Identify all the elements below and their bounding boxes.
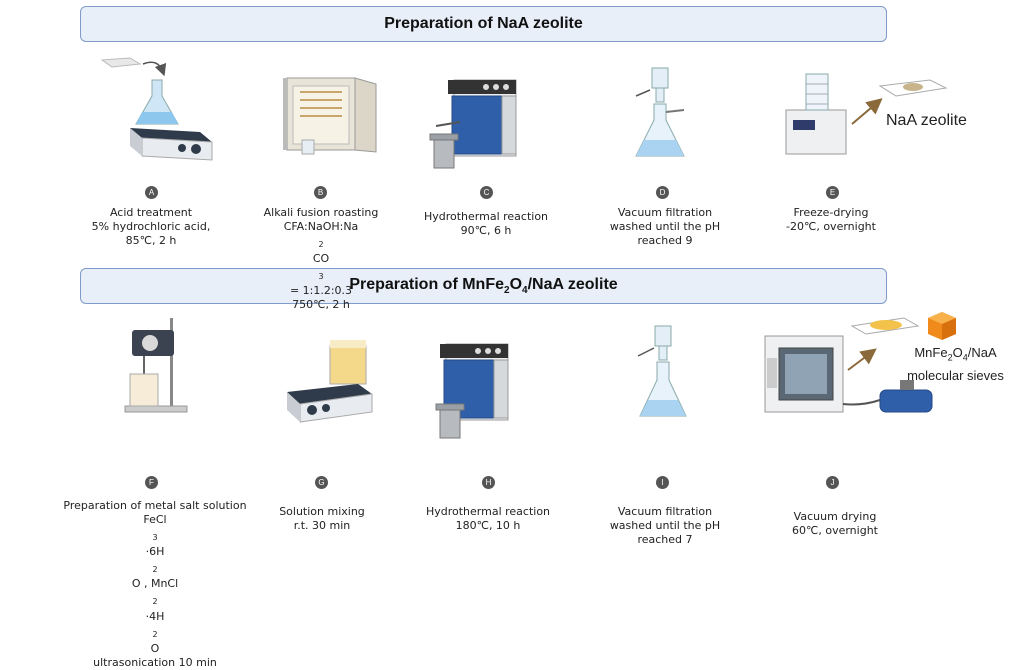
vacuum-filtration-icon [635, 67, 685, 157]
step-badge-a: A [145, 186, 158, 199]
section-title: Preparation of NaA zeolite [384, 15, 583, 32]
step-badge-d: D [656, 186, 669, 199]
step-badge-h: H [482, 476, 495, 489]
vacuum-drying-oven-icon [764, 312, 956, 413]
freeze-dryer-icon [785, 73, 948, 155]
step-badge-c: C [480, 186, 493, 199]
process-illustrations [100, 57, 956, 439]
section-banner-naa: Preparation of NaA zeolite [80, 6, 887, 42]
section-title: Preparation of MnFe2O4/NaA zeolite [349, 275, 618, 297]
section-banner-mnfe: Preparation of MnFe2O4/NaA zeolite [80, 268, 887, 304]
step-badge-e: E [826, 186, 839, 199]
solution-mixing-icon [287, 340, 373, 423]
product-mnfe-naa: MnFe2O4/NaA molecular sieves [907, 345, 1004, 383]
ultrasonic-probe-icon [124, 318, 188, 413]
step-badge-b: B [314, 186, 327, 199]
hotplate-stirrer-icon [100, 57, 213, 161]
hydrothermal-oven-icon [435, 343, 509, 439]
step-caption-e: Freeze-drying-20℃, overnight [786, 206, 876, 233]
hydrothermal-oven-icon [429, 79, 517, 169]
step-badge-f: F [145, 476, 158, 489]
product-naa-zeolite: NaA zeolite [886, 112, 967, 129]
step-badge-j: J [826, 476, 839, 489]
vacuum-filtration-icon [637, 325, 687, 417]
step-badge-g: G [315, 476, 328, 489]
step-badge-i: I [656, 476, 669, 489]
muffle-furnace-icon [283, 77, 377, 155]
